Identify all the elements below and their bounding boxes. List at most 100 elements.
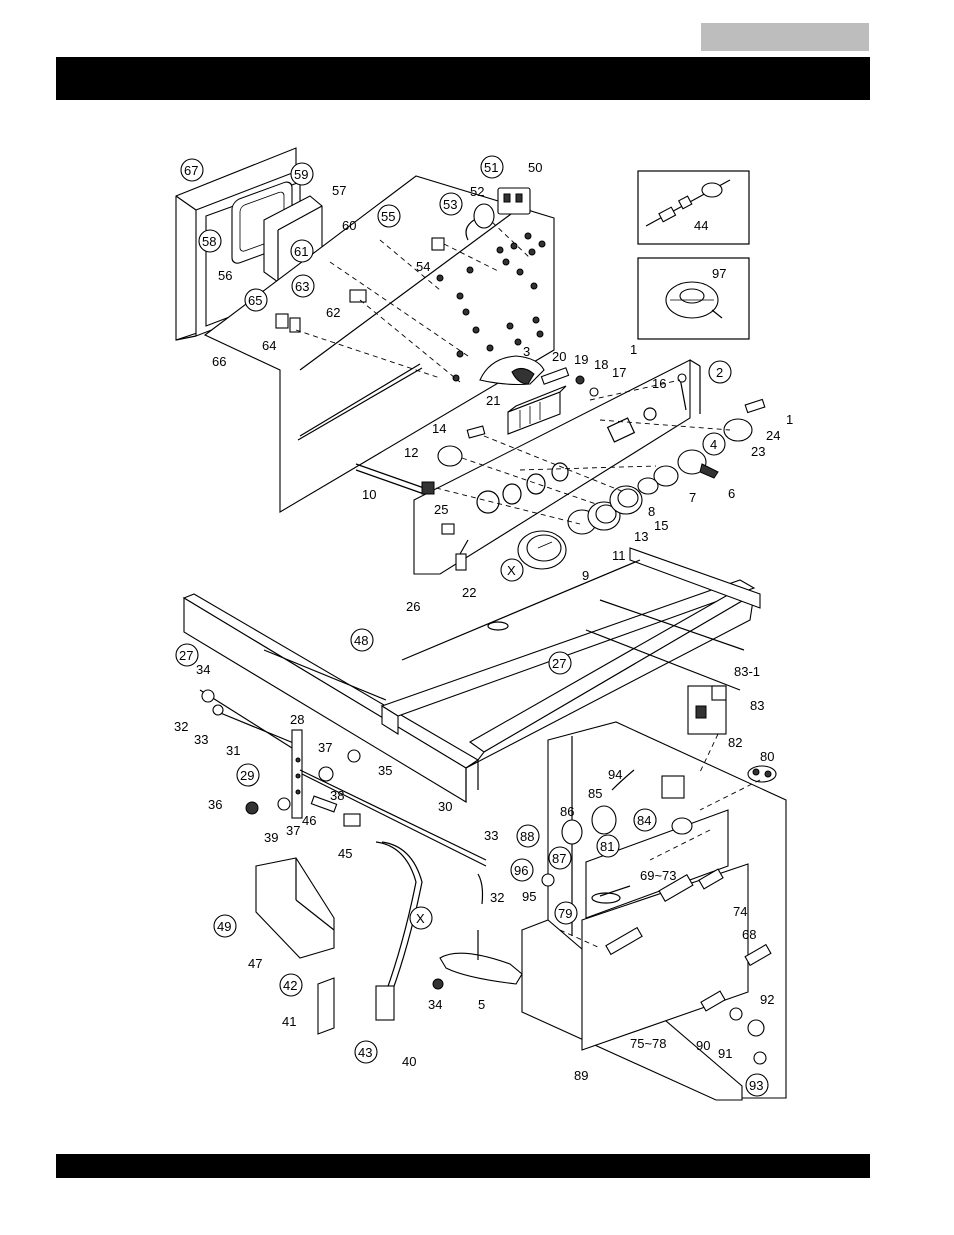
switches-6-8-23 (637, 398, 766, 495)
circled-81: 81 (600, 839, 614, 854)
callout-40: 40 (402, 1054, 416, 1069)
pins-17-20 (540, 367, 687, 411)
panel-bolts (436, 232, 546, 382)
callout-56: 56 (218, 268, 232, 283)
circled-callouts: 2 4 27 27 29 42 43 48 49 51 53 55 58 59 … (175, 155, 769, 1097)
circled-43: 43 (358, 1045, 372, 1060)
circled-65: 65 (248, 293, 262, 308)
leader-dashes-top (295, 221, 531, 383)
callout-30: 30 (438, 799, 452, 814)
title-bar (56, 57, 870, 100)
callout-62: 62 (326, 305, 340, 320)
circled-42: 42 (283, 978, 297, 993)
callout-94: 94 (608, 767, 622, 782)
callout-5: 5 (478, 997, 485, 1012)
callout-60: 60 (342, 218, 356, 233)
callout-66: 66 (212, 354, 226, 369)
callout-26: 26 (406, 599, 420, 614)
callout-83: 83 (750, 698, 764, 713)
circled-96: 96 (514, 863, 528, 878)
circled-67: 67 (184, 163, 198, 178)
gauge-9 (517, 530, 567, 570)
footer-bar (56, 1154, 870, 1178)
leader-dashes-right (559, 733, 761, 949)
callout-34a: 34 (196, 662, 210, 677)
callout-31: 31 (226, 743, 240, 758)
callout-6: 6 (728, 486, 735, 501)
circled-51: 51 (484, 160, 498, 175)
circled-4: 4 (710, 437, 717, 452)
callout-11: 11 (612, 548, 626, 563)
callout-21: 21 (486, 393, 500, 408)
callout-13: 13 (634, 529, 648, 544)
circled-63: 63 (295, 279, 309, 294)
bracket-41-43 (317, 977, 335, 1035)
callout-18: 18 (594, 357, 608, 372)
base-frame-26-27 (182, 547, 761, 803)
callout-labels: 1 1 3 5 6 7 8 9 10 11 12 13 14 15 16 17 … (174, 160, 793, 1083)
callout-69-73: 69~73 (640, 868, 677, 883)
callout-37b: 37 (286, 823, 300, 838)
bracket-47-49 (255, 857, 335, 959)
callout-97: 97 (712, 266, 726, 281)
callout-3: 3 (523, 344, 530, 359)
gauges-11-13-15 (567, 485, 643, 535)
callout-39: 39 (264, 830, 278, 845)
callout-37a: 37 (318, 740, 332, 755)
switch-3 (479, 355, 545, 386)
callout-89: 89 (574, 1068, 588, 1083)
hourmeter-21 (507, 385, 567, 435)
panel-holes (476, 407, 657, 514)
circled-59: 59 (294, 167, 308, 182)
callout-50: 50 (528, 160, 542, 175)
circled-87: 87 (552, 851, 566, 866)
callout-85: 85 (588, 786, 602, 801)
callout-82: 82 (728, 735, 742, 750)
callout-45: 45 (338, 846, 352, 861)
circled-x-1: X (507, 563, 516, 578)
leader-dashes-panel (435, 379, 731, 525)
circled-49: 49 (217, 919, 231, 934)
callout-80: 80 (760, 749, 774, 764)
callout-54: 54 (416, 259, 430, 274)
callout-33a: 33 (194, 732, 208, 747)
handle-5 (432, 873, 523, 990)
callout-22: 22 (462, 585, 476, 600)
callout-24: 24 (766, 428, 780, 443)
circled-58: 58 (202, 234, 216, 249)
callout-28: 28 (290, 712, 304, 727)
callout-36: 36 (208, 797, 222, 812)
callout-64: 64 (262, 338, 276, 353)
callout-57: 57 (332, 183, 346, 198)
callout-91: 91 (718, 1046, 732, 1061)
terminals-68-78 (541, 868, 772, 1065)
inset-box-44 (637, 170, 750, 245)
callout-90: 90 (696, 1038, 710, 1053)
callout-52: 52 (470, 184, 484, 199)
callout-32a: 32 (174, 719, 188, 734)
circled-53: 53 (443, 197, 457, 212)
callout-47: 47 (248, 956, 262, 971)
circled-55: 55 (381, 209, 395, 224)
circled-93: 93 (749, 1078, 763, 1093)
callout-33b: 33 (484, 828, 498, 843)
callout-83-1: 83-1 (734, 664, 760, 679)
circled-48: 48 (354, 633, 368, 648)
callout-44: 44 (694, 218, 708, 233)
circled-27b: 27 (552, 656, 566, 671)
callout-32b: 32 (490, 890, 504, 905)
small-parts-50-55 (275, 187, 531, 333)
callout-15: 15 (654, 518, 668, 533)
callout-86: 86 (560, 804, 574, 819)
circled-29: 29 (240, 768, 254, 783)
callout-68: 68 (742, 927, 756, 942)
callout-20: 20 (552, 349, 566, 364)
callout-8: 8 (648, 504, 655, 519)
callout-19: 19 (574, 352, 588, 367)
callout-92: 92 (760, 992, 774, 1007)
callout-23: 23 (751, 444, 765, 459)
callout-38: 38 (330, 788, 344, 803)
callout-12: 12 (404, 445, 418, 460)
callout-95: 95 (522, 889, 536, 904)
